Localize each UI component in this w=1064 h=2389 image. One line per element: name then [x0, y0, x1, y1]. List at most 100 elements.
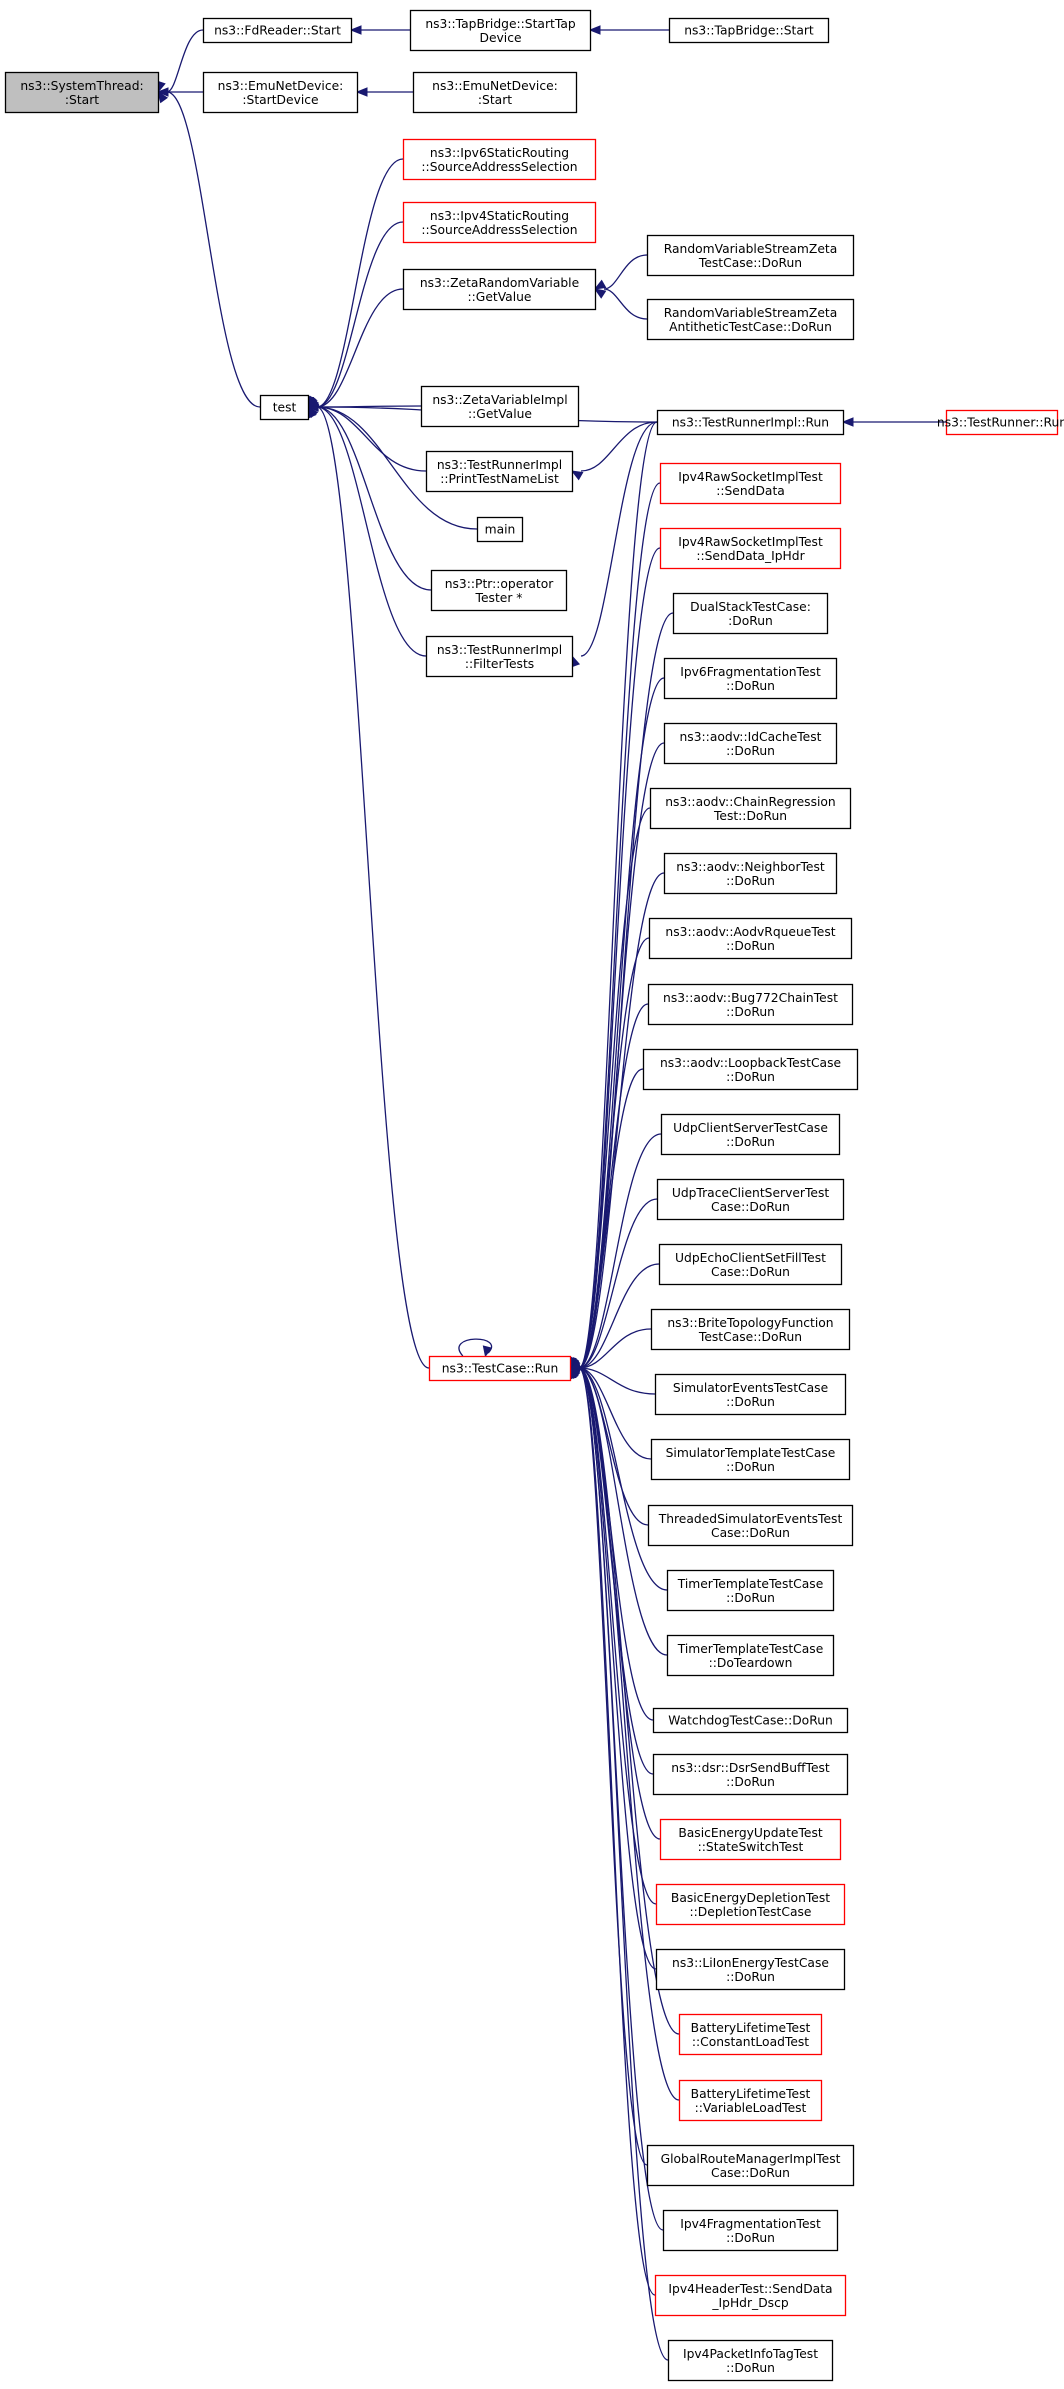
node-ipv4rawsocketimpltest-senddata-iphdr[interactable]: Ipv4RawSocketImplTest::SendData_IpHdr — [659, 527, 842, 570]
node-simulatortemplatetestcase-dorun[interactable]: SimulatorTemplateTestCase::DoRun — [650, 1438, 851, 1481]
node-label: TestCase::DoRun — [698, 1330, 802, 1344]
node-simulatoreventstestcase-dorun[interactable]: SimulatorEventsTestCase::DoRun — [654, 1373, 847, 1416]
node-ipv4fragmentationtest-dorun[interactable]: Ipv4FragmentationTest::DoRun — [662, 2209, 839, 2252]
call-edge — [578, 1367, 648, 2166]
node-ns3-emunetdevice-startdevice[interactable]: ns3::EmuNetDevice::StartDevice — [202, 71, 359, 114]
node-box — [646, 298, 855, 341]
node-test[interactable]: test — [259, 394, 310, 421]
call-edge — [316, 288, 404, 408]
node-label: ns3::Ipv6StaticRouting — [430, 146, 569, 160]
node-box — [654, 2274, 847, 2317]
node-ns3-ipv4staticrouting-sourceaddressselection[interactable]: ns3::Ipv4StaticRouting::SourceAddressSel… — [402, 201, 597, 244]
node-ns3-aodv-idcachetest-dorun[interactable]: ns3::aodv::IdCacheTest::DoRun — [663, 722, 838, 765]
node-ns3-aodv-neighbortest-dorun[interactable]: ns3::aodv::NeighborTest::DoRun — [663, 852, 838, 895]
node-label: ns3::BriteTopologyFunction — [667, 1316, 833, 1330]
node-timertemplatetestcase-doteardown[interactable]: TimerTemplateTestCase::DoTeardown — [666, 1634, 835, 1677]
node-ipv6fragmentationtest-dorun[interactable]: Ipv6FragmentationTest::DoRun — [663, 657, 838, 700]
edge-arrowhead — [349, 25, 362, 35]
node-ns3-emunetdevice-start[interactable]: ns3::EmuNetDevice::Start — [412, 71, 578, 114]
node-label: ::VariableLoadTest — [695, 2101, 807, 2115]
node-box — [648, 917, 853, 960]
node-ipv4headertest-senddata-iphdr-dscp[interactable]: Ipv4HeaderTest::SendData_IpHdr_Dscp — [654, 2274, 847, 2317]
node-label: :Start — [65, 93, 99, 107]
node-label: BatteryLifetimeTest — [691, 2087, 811, 2101]
node-box — [642, 1048, 859, 1091]
edge-arrowhead — [570, 470, 584, 481]
node-ipv4rawsocketimpltest-senddata[interactable]: Ipv4RawSocketImplTest::SendData — [659, 462, 842, 505]
node-timertemplatetestcase-dorun[interactable]: TimerTemplateTestCase::DoRun — [666, 1569, 835, 1612]
node-basicenergyupdatetest-stateswitchtest[interactable]: BasicEnergyUpdateTest::StateSwitchTest — [659, 1818, 842, 1861]
node-batterylifetimetest-variableloadtest[interactable]: BatteryLifetimeTest::VariableLoadTest — [678, 2079, 823, 2122]
node-ns3-testrunnerimpl-run[interactable]: ns3::TestRunnerImpl::Run — [656, 409, 845, 436]
node-ns3-aodv-bug772chaintest-dorun[interactable]: ns3::aodv::Bug772ChainTest::DoRun — [647, 983, 854, 1026]
node-ns3-zetarandomvariable-getvalue[interactable]: ns3::ZetaRandomVariable::GetValue — [402, 268, 597, 311]
node-box — [945, 409, 1059, 436]
node-ns3-zetavariableimpl-getvalue[interactable]: ns3::ZetaVariableImpl::GetValue — [420, 385, 580, 428]
node-main[interactable]: main — [476, 516, 524, 543]
node-label: SimulatorEventsTestCase — [673, 1381, 828, 1395]
node-box — [654, 1373, 847, 1416]
node-ns3-ipv6staticrouting-sourceaddressselection[interactable]: ns3::Ipv6StaticRouting::SourceAddressSel… — [402, 138, 597, 181]
node-label: Ipv4RawSocketImplTest — [678, 470, 823, 484]
node-ns3-fdreader-start[interactable]: ns3::FdReader::Start — [202, 17, 353, 44]
node-ns3-liionenergytestcase-dorun[interactable]: ns3::LiIonEnergyTestCase::DoRun — [655, 1948, 846, 1991]
node-label: ns3::ZetaVariableImpl — [432, 393, 567, 407]
node-label: UdpClientServerTestCase — [673, 1121, 828, 1135]
call-edge — [316, 406, 430, 1369]
node-batterylifetimetest-constantloadtest[interactable]: BatteryLifetimeTest::ConstantLoadTest — [678, 2013, 823, 2056]
node-basicenergydepletiontest-depletiontestcase[interactable]: BasicEnergyDepletionTest::DepletionTestC… — [655, 1883, 846, 1926]
call-edge — [580, 421, 658, 657]
node-label: Ipv4HeaderTest::SendData — [668, 2282, 832, 2296]
node-label: ns3::TapBridge::StartTap — [425, 17, 576, 31]
node-label: ::DoRun — [726, 1970, 775, 1984]
node-box — [650, 1438, 851, 1481]
node-box — [667, 2339, 834, 2382]
node-label: ::DoRun — [726, 939, 775, 953]
node-box — [425, 450, 574, 493]
node-ns3-testcase-run[interactable]: ns3::TestCase::Run — [428, 1355, 572, 1382]
node-box — [420, 385, 580, 428]
node-label: ns3::TestRunnerImpl — [437, 458, 562, 472]
node-dualstacktestcase-dorun[interactable]: DualStackTestCase::DoRun — [672, 592, 829, 635]
node-ns3-testrunnerimpl-printtestnamelist[interactable]: ns3::TestRunnerImpl::PrintTestNameList — [425, 450, 574, 493]
call-edge — [316, 405, 422, 408]
node-ns3-aodv-loopbacktestcase-dorun[interactable]: ns3::aodv::LoopbackTestCase::DoRun — [642, 1048, 859, 1091]
node-ns3-testrunnerimpl-filtertests[interactable]: ns3::TestRunnerImpl::FilterTests — [425, 635, 574, 678]
node-ns3-aodv-aodvrqueuetest-dorun[interactable]: ns3::aodv::AodvRqueueTest::DoRun — [648, 917, 853, 960]
call-edge — [316, 406, 478, 530]
node-watchdogtestcase-dorun[interactable]: WatchdogTestCase::DoRun — [652, 1707, 849, 1734]
node-box — [652, 1753, 849, 1796]
call-edge — [578, 1198, 658, 1369]
node-udpclientservertestcase-dorun[interactable]: UdpClientServerTestCase::DoRun — [660, 1113, 841, 1156]
node-label: ns3::aodv::IdCacheTest — [680, 730, 822, 744]
node-label: Ipv4PacketInfoTagTest — [683, 2347, 818, 2361]
node-label: ::DoRun — [726, 874, 775, 888]
node-label: test — [273, 401, 297, 415]
call-edge — [603, 254, 648, 290]
node-label: TimerTemplateTestCase — [677, 1577, 824, 1591]
edge-arrowhead — [307, 405, 319, 419]
node-box — [646, 2144, 855, 2187]
node-ns3-dsr-dsrsendbufftest-dorun[interactable]: ns3::dsr::DsrSendBuffTest::DoRun — [652, 1753, 849, 1796]
call-edge — [578, 421, 658, 1369]
node-box — [659, 1818, 842, 1861]
node-randomvariablestreamzeta-antithetictestcase-dorun[interactable]: RandomVariableStreamZetaAntitheticTestCa… — [646, 298, 855, 341]
call-edge — [578, 1367, 668, 1656]
node-label: BasicEnergyUpdateTest — [678, 1826, 823, 1840]
node-label: ::DoRun — [726, 1070, 775, 1084]
call-edges — [156, 25, 947, 2361]
node-ns3-tapbridge-start[interactable]: ns3::TapBridge::Start — [668, 17, 830, 44]
node-box — [4, 71, 160, 114]
node-ipv4packetinfotagtest-dorun[interactable]: Ipv4PacketInfoTagTest::DoRun — [667, 2339, 834, 2382]
node-ns3-testrunner-run[interactable]: ns3::TestRunner::Run — [937, 409, 1064, 436]
node-ns3-britetopologyfunction-testcase-dorun[interactable]: ns3::BriteTopologyFunctionTestCase::DoRu… — [650, 1308, 851, 1351]
node-ns3-systemthread-start[interactable]: ns3::SystemThread::Start — [4, 71, 160, 114]
